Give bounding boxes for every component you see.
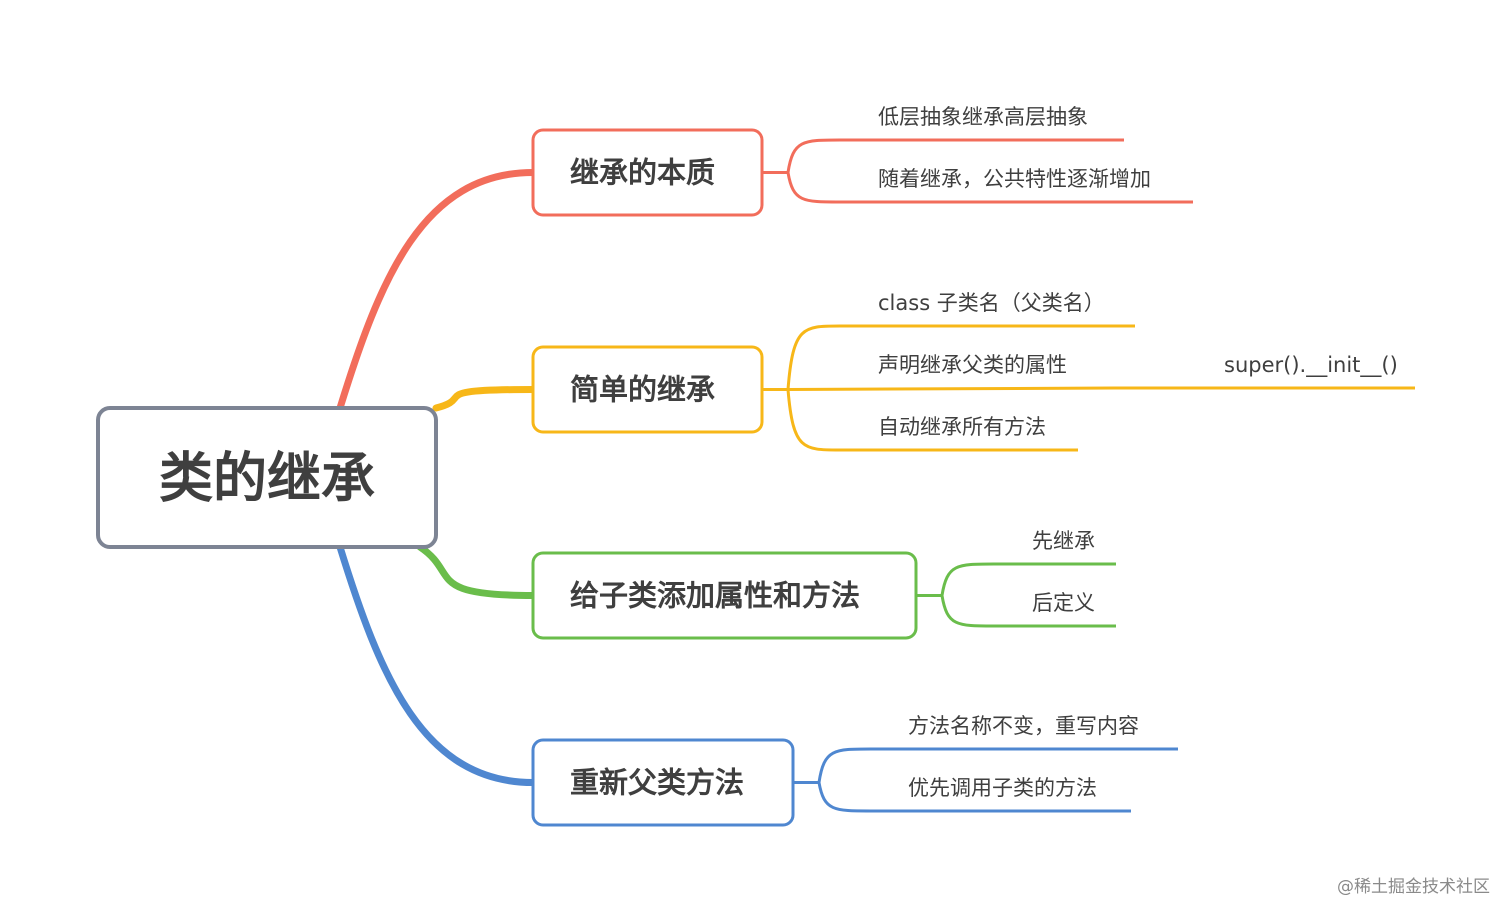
- branch-node-label: 继承的本质: [570, 156, 715, 190]
- branch-node[interactable]: 重新父类方法: [531, 738, 795, 827]
- leaf-connector: [940, 595, 1116, 628]
- root-node-label: 类的继承: [159, 447, 375, 510]
- branch-connector: [336, 169, 537, 412]
- branch-connector: [432, 386, 537, 412]
- branch-node-box: [531, 551, 918, 640]
- leaf-node-label[interactable]: 声明继承父类的属性: [878, 353, 1067, 377]
- leaf-node-label[interactable]: 后定义: [1032, 591, 1095, 615]
- root-node-box: [96, 406, 438, 549]
- branch-node-box: [531, 128, 764, 217]
- branch-node-label: 给子类添加属性和方法: [570, 579, 860, 613]
- leaf-node-label[interactable]: 低层抽象继承高层抽象: [878, 105, 1088, 129]
- subleaf-node-label[interactable]: super().__init__(): [1224, 353, 1398, 378]
- watermark: @稀土掘金技术社区: [1337, 877, 1490, 897]
- leaf-connector: [787, 386, 1115, 391]
- branch-connector: [416, 543, 537, 599]
- leaf-connector: [786, 389, 1078, 452]
- leaf-node-label[interactable]: 优先调用子类的方法: [908, 776, 1097, 800]
- branch-node-box: [531, 738, 795, 827]
- leaf-connector: [786, 324, 1135, 390]
- leaf-connector: [940, 562, 1116, 596]
- leaf-connector: [786, 138, 1124, 173]
- leaf-connector: [817, 747, 1178, 783]
- leaf-node-label[interactable]: 自动继承所有方法: [878, 415, 1046, 439]
- leaf-node-label[interactable]: 方法名称不变，重写内容: [908, 714, 1139, 738]
- leaf-node-label[interactable]: 先继承: [1032, 529, 1095, 553]
- branch-connector: [336, 543, 537, 786]
- branch-node-label: 重新父类方法: [570, 766, 744, 800]
- branch-node[interactable]: 简单的继承: [531, 345, 764, 434]
- branch-node-box: [531, 345, 764, 434]
- leaf-node-label[interactable]: 随着继承，公共特性逐渐增加: [878, 167, 1151, 191]
- leaf-connector: [786, 172, 1193, 204]
- connector-layer: [336, 138, 1415, 813]
- root-node[interactable]: 类的继承: [96, 406, 438, 549]
- leaf-connector: [817, 782, 1131, 813]
- branch-node[interactable]: 继承的本质: [531, 128, 764, 217]
- branch-node-label: 简单的继承: [570, 373, 715, 407]
- leaf-node-label[interactable]: class 子类名（父类名）: [878, 291, 1105, 315]
- branch-node[interactable]: 给子类添加属性和方法: [531, 551, 918, 640]
